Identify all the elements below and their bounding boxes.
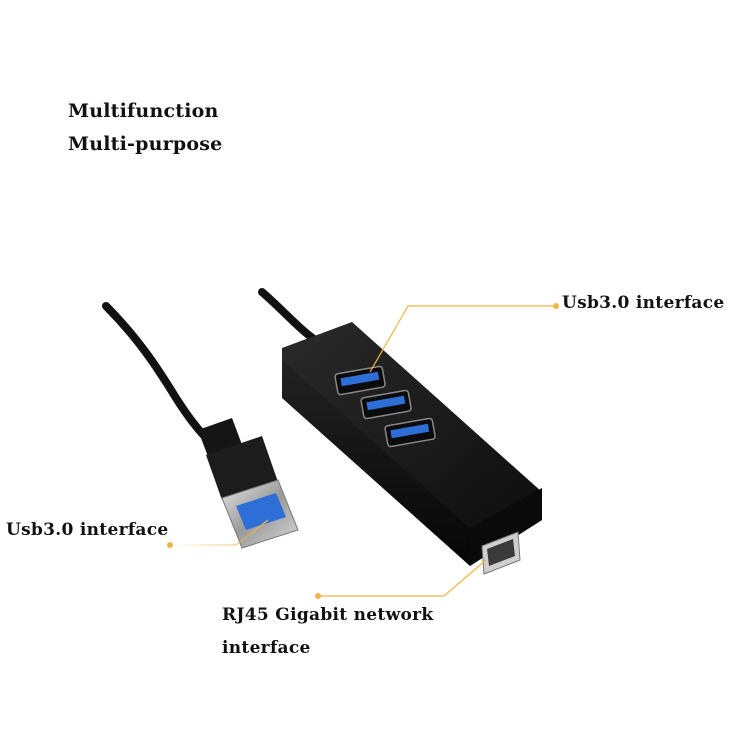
usb-cable [102, 302, 216, 448]
leader-usb-ports [369, 303, 559, 373]
usb-port-2 [360, 389, 412, 420]
leader-usb-plug [167, 519, 269, 548]
callout-rj45-line2: interface [222, 638, 311, 658]
headline-multifunction: Multifunction [68, 100, 219, 122]
usb-port-1 [334, 365, 386, 396]
usb-port-3 [384, 417, 436, 448]
rj45-port [481, 531, 521, 575]
hub-body [282, 322, 542, 566]
callout-usb-ports: Usb3.0 interface [562, 293, 725, 313]
usb-plug [198, 418, 299, 549]
callout-rj45-line1: RJ45 Gigabit network [222, 605, 434, 625]
callout-usb-plug: Usb3.0 interface [6, 520, 169, 540]
headline-multi-purpose: Multi-purpose [68, 133, 223, 155]
hub-cable [258, 288, 322, 346]
leader-rj45 [315, 559, 487, 599]
callout-rj45: RJ45 Gigabit network interface [222, 599, 433, 665]
